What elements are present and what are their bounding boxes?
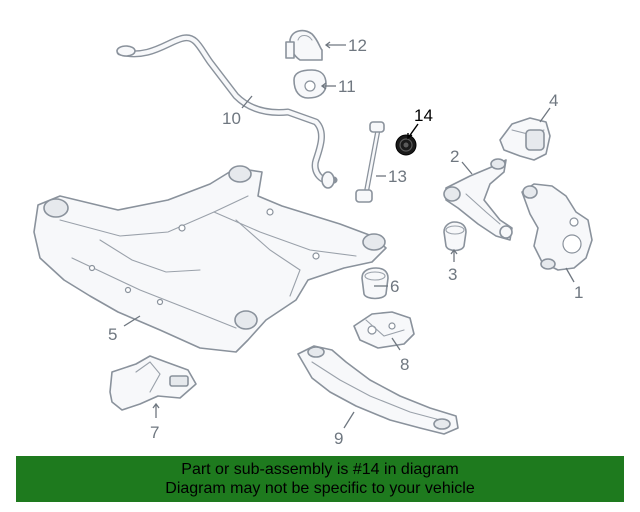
front-crossmember <box>33 165 387 353</box>
mount-bracket <box>499 117 551 161</box>
stabilizer-link <box>355 121 385 203</box>
bushing-part-14 <box>395 134 417 156</box>
steering-knuckle <box>521 183 593 271</box>
reinforcement-brace <box>297 345 459 435</box>
stabilizer-bushing <box>293 69 327 99</box>
control-arm-bushing <box>443 221 467 252</box>
banner-line-1: Part or sub-assembly is #14 in diagram <box>181 461 459 478</box>
callout-10: 10 <box>222 109 241 128</box>
parts-diagram: 12 11 10 13 14 4 2 3 1 6 8 5 7 9 <box>33 29 593 448</box>
stabilizer-bracket <box>285 29 323 61</box>
crossmember-mount <box>361 267 389 300</box>
callout-12: 12 <box>348 36 367 55</box>
callout-1: 1 <box>574 283 583 302</box>
crossmember-bracket <box>109 355 197 411</box>
callout-11: 11 <box>338 77 356 96</box>
callout-5: 5 <box>108 325 117 344</box>
info-banner: Part or sub-assembly is #14 in diagram D… <box>16 456 624 502</box>
leader-lines <box>123 41 575 429</box>
callout-3: 3 <box>448 265 457 284</box>
callout-7: 7 <box>150 423 159 442</box>
mount-plate <box>353 311 415 349</box>
callout-8: 8 <box>400 355 409 374</box>
callout-9: 9 <box>334 429 343 448</box>
callout-6: 6 <box>390 277 399 296</box>
callout-2: 2 <box>450 147 459 166</box>
callout-4: 4 <box>549 91 558 110</box>
callout-13: 13 <box>388 167 407 186</box>
stabilizer-bar <box>116 34 338 189</box>
lower-control-arm <box>443 158 513 241</box>
banner-line-2: Diagram may not be specific to your vehi… <box>165 480 475 497</box>
callout-14: 14 <box>414 106 433 125</box>
